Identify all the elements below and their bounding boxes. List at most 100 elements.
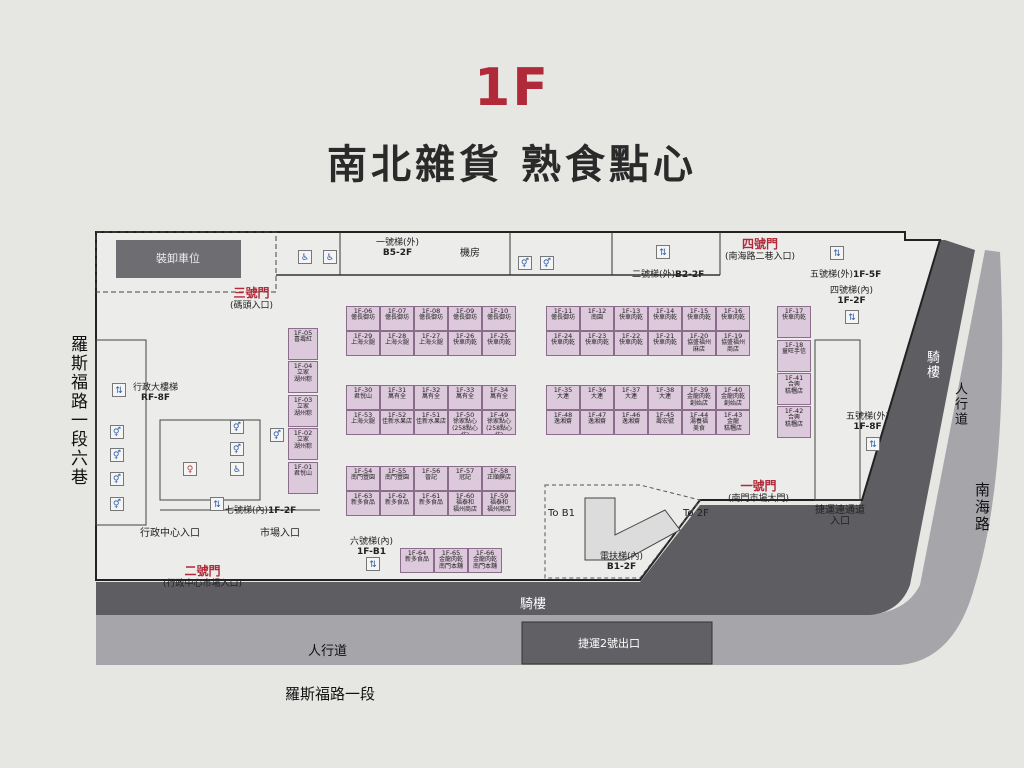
stall-name: 君悅山 <box>353 393 372 401</box>
stall-code: 1F-04 <box>293 362 313 370</box>
stall-name: 福泰和 福州商店 <box>452 499 477 514</box>
stall-code: 1F-61 <box>421 492 441 500</box>
elevator-1-floors: B5-2F <box>382 248 413 259</box>
stall-name: 快車肉乾 <box>686 314 711 322</box>
stall-code: 1F-59 <box>489 492 509 500</box>
stall-code: 1F-31 <box>387 386 407 394</box>
stall-code: 1F-62 <box>387 492 407 500</box>
accessible-icon: ♿ <box>323 250 337 264</box>
elevator-icon: ⇅ <box>656 245 670 259</box>
stall-name: 壽宏號 <box>655 418 674 426</box>
stall-name: 億長御坊 <box>486 314 511 322</box>
stall-name: 福泰和 福州商店 <box>486 499 511 514</box>
stall-name: 金龍肉乾 南門本舖 <box>472 556 497 571</box>
door-4-name: 四號門 <box>742 237 779 251</box>
elevator-5b-name: 五號梯(外) <box>846 412 890 422</box>
door-2-name: 二號門 <box>184 564 221 578</box>
stall-code: 1F-58 <box>489 467 509 475</box>
escalator: 電扶梯(內) B1-2F <box>600 552 643 573</box>
stall-code: 1F-16 <box>723 307 743 315</box>
accessible-icon: ♿ <box>230 462 244 476</box>
floor-title: 1F <box>474 58 550 118</box>
stall-code: 1F-42 <box>784 407 804 415</box>
elevator-6-name: 六號梯(內) <box>350 537 394 547</box>
stall-code: 1F-11 <box>553 307 573 315</box>
stall-code: 1F-54 <box>353 467 373 475</box>
stall-name: 立家 湖州粽 <box>293 369 312 384</box>
restroom-icon: ⚥ <box>110 448 124 462</box>
stall-code: 1F-06 <box>353 307 373 315</box>
stall-name: 南門豐園 <box>350 474 375 482</box>
stall-code: 1F-28 <box>387 332 407 340</box>
stall-name: 晉記 <box>424 474 437 482</box>
arcade-right-label: 騎樓 <box>924 350 939 380</box>
